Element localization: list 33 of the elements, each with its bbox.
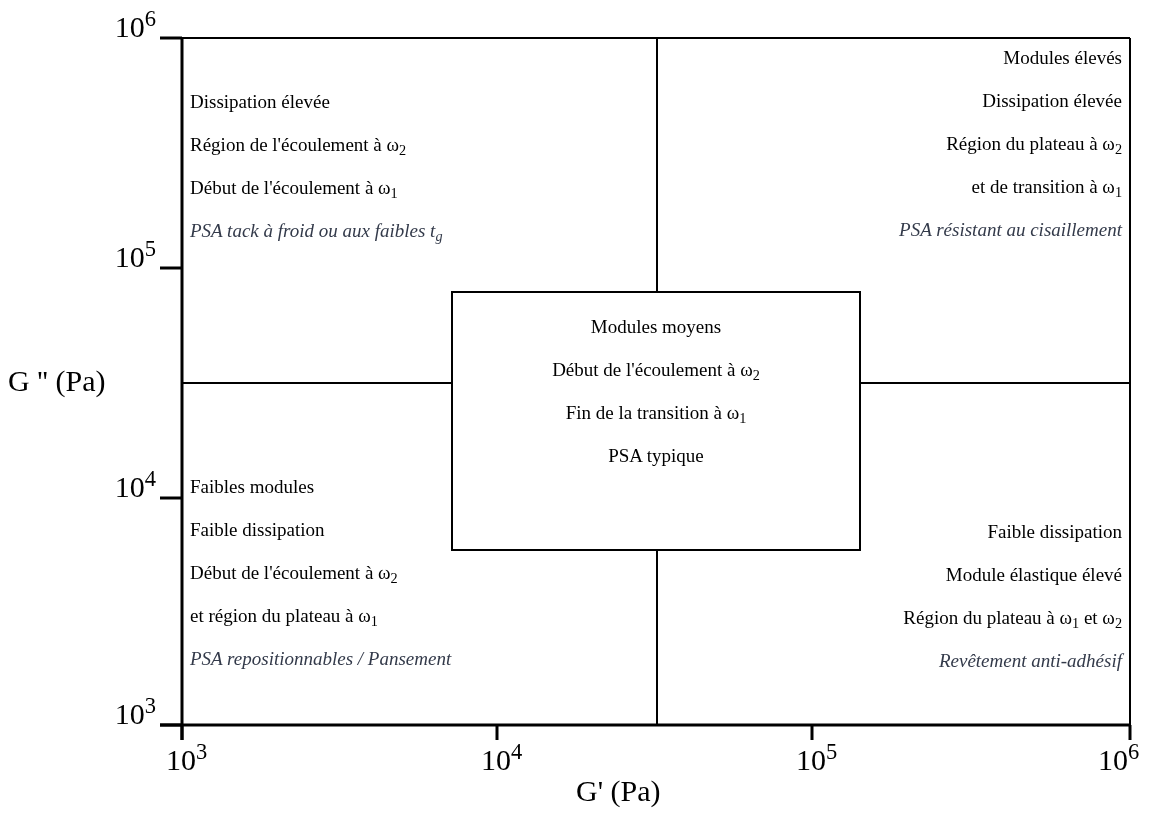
axis-tick-label: 10$^{6}$ — [114, 12, 156, 42]
property-text: Début de l'écoulement à ω$_{2}$ — [552, 358, 760, 385]
application-note: PSA résistant au cisaillement — [899, 218, 1122, 242]
property-text: Faible dissipation — [987, 520, 1122, 544]
region-box — [451, 291, 861, 551]
axis-tick-label: 10$^{3}$ — [114, 699, 156, 729]
axis-tick-label: 10$^{4}$ — [481, 745, 523, 775]
application-note: Revêtement anti-adhésif — [938, 649, 1122, 673]
property-text: Module élastique élevé — [945, 563, 1122, 587]
application-note: PSA repositionnables / Pansement — [190, 647, 452, 671]
property-text: Début de l'écoulement à ω$_{2}$ — [190, 561, 398, 588]
property-text: PSA typique — [608, 444, 704, 468]
property-text: Région du plateau à ω$_{1}$ et ω$_{2}$ — [903, 606, 1122, 633]
axis-tick-label: 10$^{3}$ — [166, 745, 208, 775]
property-text: Dissipation élevée — [190, 90, 330, 114]
property-text: Début de l'écoulement à ω$_{1}$ — [190, 176, 398, 203]
property-text: Faibles modules — [190, 475, 315, 499]
property-text: Région du plateau à ω$_{2}$ — [946, 132, 1122, 159]
axis-title: G '' (Pa) — [8, 366, 106, 396]
axis-tick-label: 10$^{5}$ — [114, 242, 156, 272]
property-text: Fin de la transition à ω$_{1}$ — [565, 401, 747, 428]
axis-title: G' (Pa) — [576, 776, 661, 806]
property-text: et région du plateau à ω$_{1}$ — [190, 604, 378, 631]
property-text: Modules élevés — [1003, 46, 1122, 70]
axis-tick-label: 10$^{6}$ — [1098, 745, 1140, 775]
property-text: Faible dissipation — [190, 518, 325, 542]
property-text: Dissipation élevée — [982, 89, 1122, 113]
property-text: Région de l'écoulement à ω$_{2}$ — [190, 133, 407, 160]
property-text: et de transition à ω$_{1}$ — [971, 175, 1122, 202]
axis-tick-label: 10$^{4}$ — [114, 472, 156, 502]
axis-tick-label: 10$^{5}$ — [796, 745, 838, 775]
application-note: PSA tack à froid ou aux faibles t$_{g}$ — [190, 219, 443, 246]
property-text: Modules moyens — [590, 315, 722, 339]
